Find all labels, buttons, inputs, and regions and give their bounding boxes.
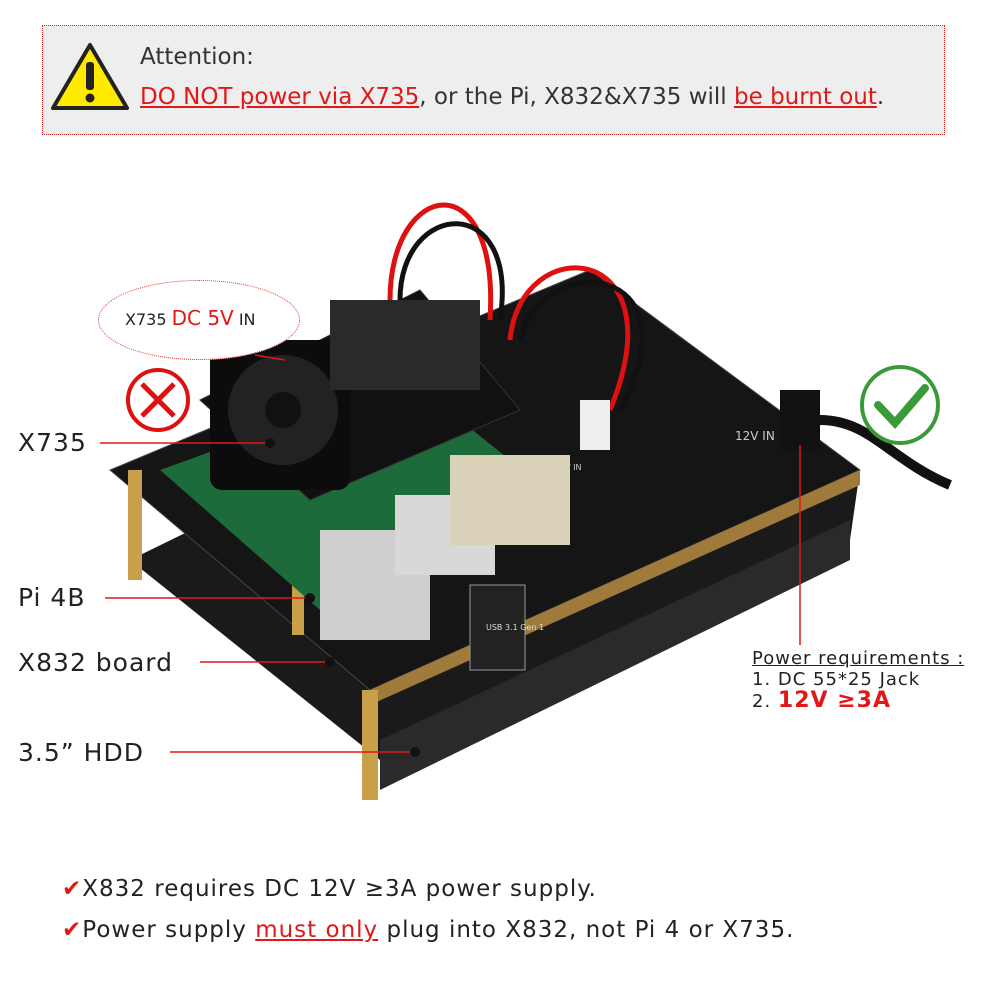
power-title: Power requirements : xyxy=(752,648,965,669)
callout-highlight: DC 5V xyxy=(171,306,234,330)
note-2-a: Power supply xyxy=(82,917,256,943)
warning-red-2: be burnt out xyxy=(734,84,877,110)
label-hdd: 3.5” HDD xyxy=(18,738,144,767)
attention-banner xyxy=(42,25,945,135)
power-item-2-prefix: 2. xyxy=(752,691,778,712)
power-requirements: Power requirements : 1. DC 55*25 Jack 2.… xyxy=(752,648,964,712)
ethernet-port xyxy=(450,455,570,545)
label-x735: X735 xyxy=(18,428,87,457)
callout-suffix: IN xyxy=(233,310,256,329)
warning-end: . xyxy=(876,84,885,110)
callout-text: X735 DC 5V IN xyxy=(125,306,256,330)
warning-mid: , or the Pi, X832&X735 will xyxy=(419,84,735,110)
power-cable xyxy=(819,415,952,490)
callout-bubble xyxy=(98,280,300,360)
product-photo: USB 3.1 Gen 1 5V IN 12V IN xyxy=(100,202,952,800)
callout-prefix: X735 xyxy=(125,310,172,329)
usb-label: USB 3.1 Gen 1 xyxy=(486,623,544,632)
warning-red-1: DO NOT power via X735 xyxy=(140,84,420,110)
in5-label: 5V IN xyxy=(560,463,581,472)
power-item-1: 1. DC 55*25 Jack xyxy=(752,669,921,690)
leader-lines xyxy=(100,354,801,753)
warning-icon xyxy=(51,43,129,110)
check-icon: ✔ xyxy=(62,917,83,943)
attention-title: Attention: xyxy=(140,44,254,70)
note-1: ✔X832 requires DC 12V ≥3A power supply. xyxy=(62,876,597,902)
label-x832: X832 board xyxy=(18,648,173,677)
approved-check-icon xyxy=(860,365,940,445)
label-pi: Pi 4B xyxy=(18,583,86,612)
note-1-text: X832 requires DC 12V ≥3A power supply. xyxy=(82,876,597,902)
note-2-red: must only xyxy=(255,917,379,943)
attention-message: DO NOT power via X735, or the Pi, X832&X… xyxy=(140,84,884,110)
power-item-2-value: 12V ≥3A xyxy=(777,688,891,713)
prohibited-icon xyxy=(126,368,190,432)
in12-label: 12V IN xyxy=(735,429,775,443)
note-2: ✔Power supply must only plug into X832, … xyxy=(62,917,794,943)
power-item-2: 2. 12V ≥3A xyxy=(752,688,964,713)
note-2-b: plug into X832, not Pi 4 or X735. xyxy=(378,917,795,943)
check-icon: ✔ xyxy=(62,876,83,902)
